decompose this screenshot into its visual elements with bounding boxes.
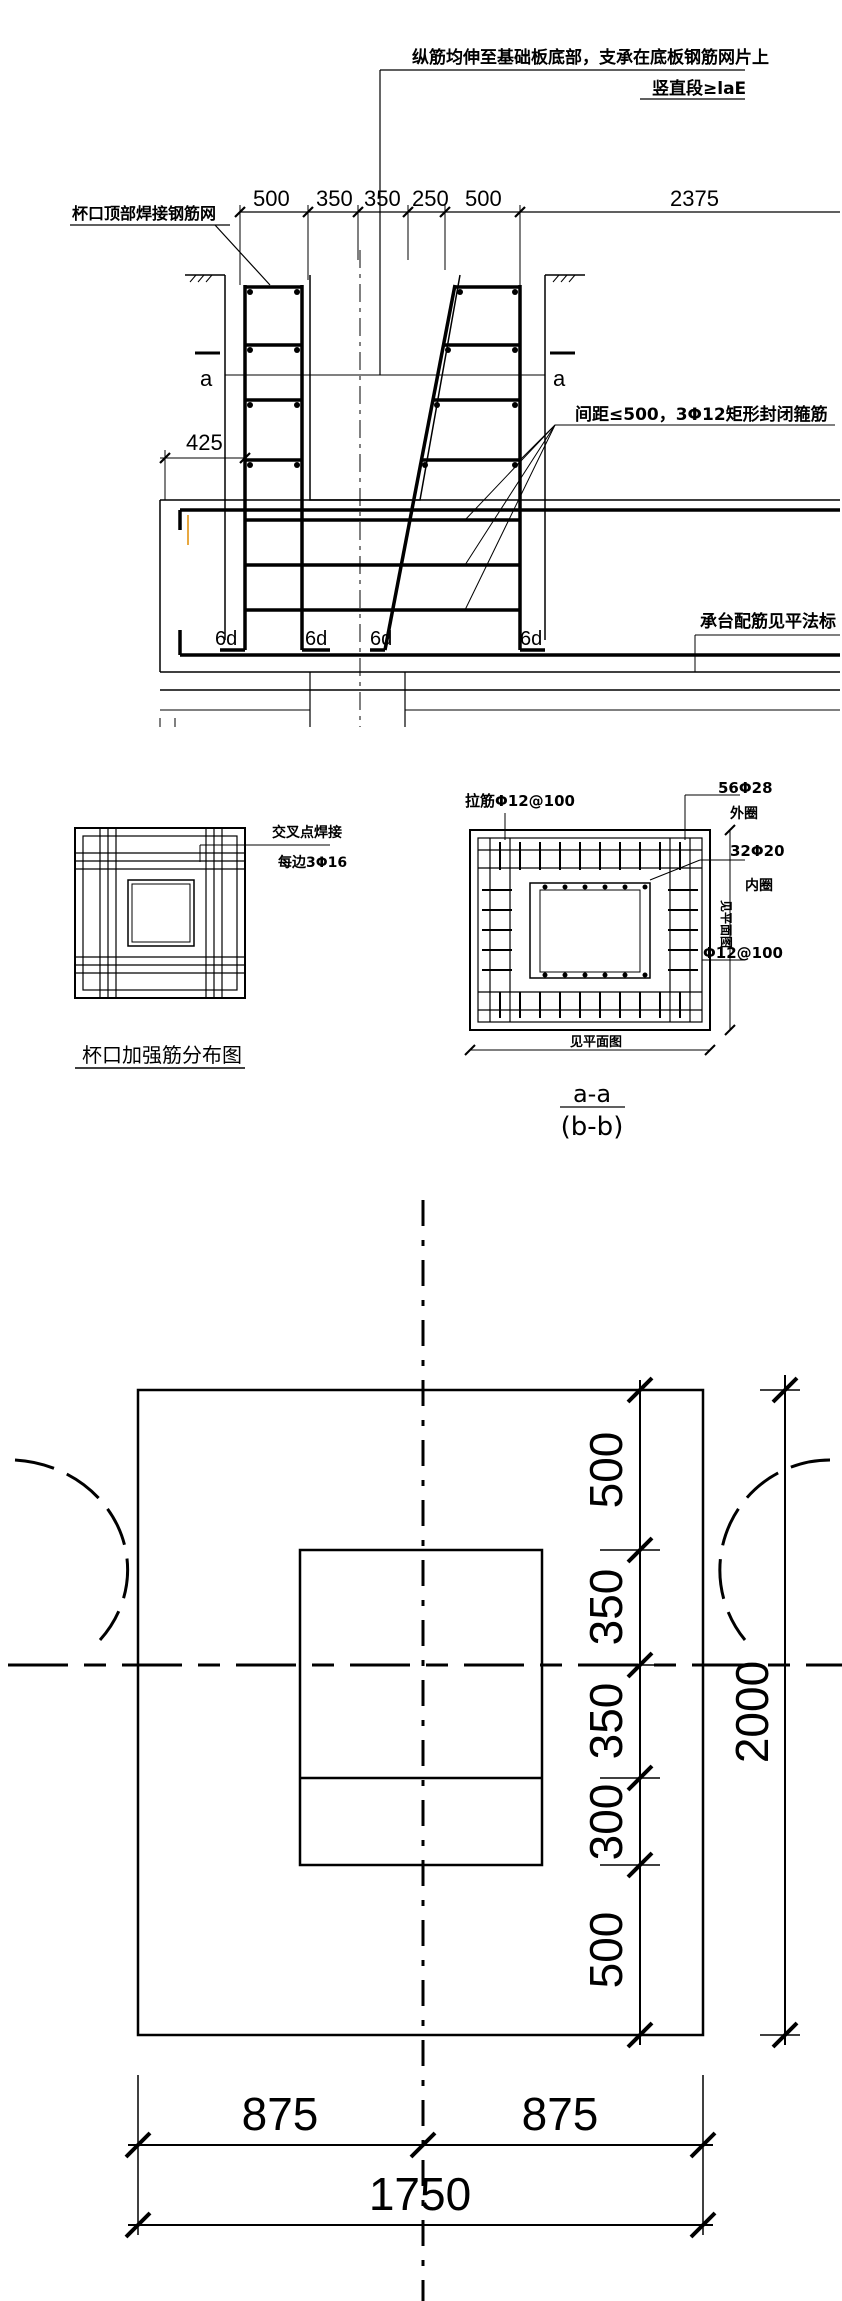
dim-plan-350-lower: 350 [580,1683,632,1760]
label-inner-bars: 32Φ20 [730,842,785,860]
dim-left-425: 425 [186,430,223,455]
label-stirrup: Φ12@100 [703,944,783,962]
section-aa-title: a-a [573,1080,611,1108]
dim-plan-500-top: 500 [580,1432,632,1509]
note-top-line1: 纵筋均伸至基础板底部，支承在底板钢筋网片上 [412,47,769,68]
anchor-label-4: 6d [520,628,542,650]
dim-top-350-right: 350 [364,186,401,211]
anchor-label-2: 6d [305,628,327,650]
label-outer: 外圈 [730,805,758,822]
dim-top-500-left: 500 [253,186,290,211]
label-cup-top-mesh: 杯口顶部焊接钢筋网 [72,204,216,223]
label-bottom-dim: 见平面图 [570,1035,622,1050]
section-aa [464,794,745,1108]
label-right-dim: 见平面图 [719,900,733,948]
dim-plan-total-horizontal: 1750 [369,2168,471,2220]
reinforcement-plan [74,827,330,1069]
dim-top-500-right: 500 [465,186,502,211]
section-mark-right: a [553,366,566,391]
dim-plan-500-bottom: 500 [580,1912,632,1989]
note-cap: 承台配筋见平法标 [700,611,836,632]
dim-plan-300: 300 [580,1784,632,1861]
note-stirrups: 间距≤500，3Φ12矩形封闭箍筋 [575,404,828,425]
section-view [70,69,840,727]
plan-note-line2: 每边3Φ16 [278,854,347,871]
plan-note-line1: 交叉点焊接 [272,824,342,841]
section-aa-subtitle: (b-b) [561,1112,624,1142]
anchor-label-1: 6d [215,628,237,650]
section-mark-left: a [200,366,213,391]
dim-top-250: 250 [412,186,449,211]
plan-view [8,1200,842,2301]
dim-plan-875-right: 875 [522,2088,599,2140]
label-tie: 拉筋Φ12@100 [465,792,575,810]
reinforcement-plan-title: 杯口加强筋分布图 [82,1043,242,1067]
anchor-label-3: 6d [370,628,392,650]
label-outer-bars: 56Φ28 [718,779,773,797]
note-top-line2: 竖直段≥laE [652,78,746,99]
dim-plan-350-upper: 350 [580,1569,632,1646]
label-inner: 内圈 [745,877,773,894]
dim-plan-total-vertical: 2000 [726,1661,778,1763]
dim-plan-875-left: 875 [242,2088,319,2140]
dim-top-2375: 2375 [670,186,719,211]
dim-top-350-left: 350 [316,186,353,211]
